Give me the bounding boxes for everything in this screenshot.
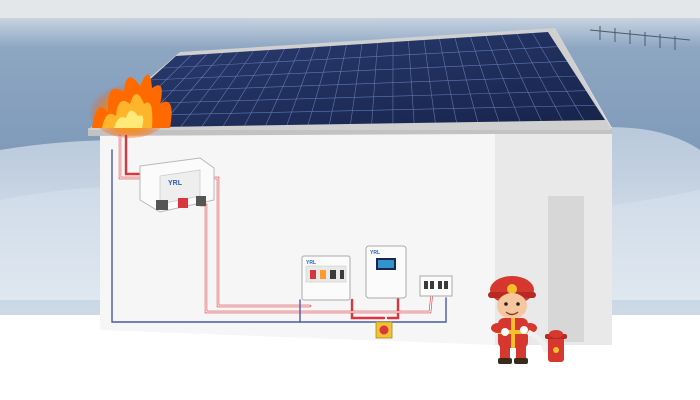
inverter-brand: YRL: [370, 250, 380, 256]
firefighter-face: [497, 293, 527, 319]
house-door: [548, 196, 584, 342]
fire-flame-inner: [114, 110, 144, 128]
rapid-shutdown-device: YRL: [139, 157, 215, 213]
emergency-stop-switch: [375, 321, 393, 339]
rapid-shutdown-brand: YRL: [168, 180, 183, 187]
solar-panels: [96, 32, 605, 128]
breaker-box: [419, 275, 453, 297]
helmet-badge: [507, 284, 517, 294]
distribution-box-brand: YRL: [306, 260, 316, 266]
roof-fire: [88, 74, 172, 138]
connector-left: [156, 200, 168, 210]
solar-panel-grid: [109, 32, 596, 128]
fence: [589, 26, 691, 50]
top-band: [0, 0, 700, 18]
cable-blue: [111, 149, 447, 323]
connector-right: [196, 196, 206, 206]
fire-hydrant: [526, 329, 567, 362]
distribution-box: YRL: [301, 255, 351, 301]
solar-array: [96, 32, 605, 128]
firefighter-character: [488, 276, 537, 364]
fire-hose: [526, 329, 549, 353]
hybrid-inverter: YRL: [365, 245, 407, 299]
connector-red: [178, 198, 188, 208]
